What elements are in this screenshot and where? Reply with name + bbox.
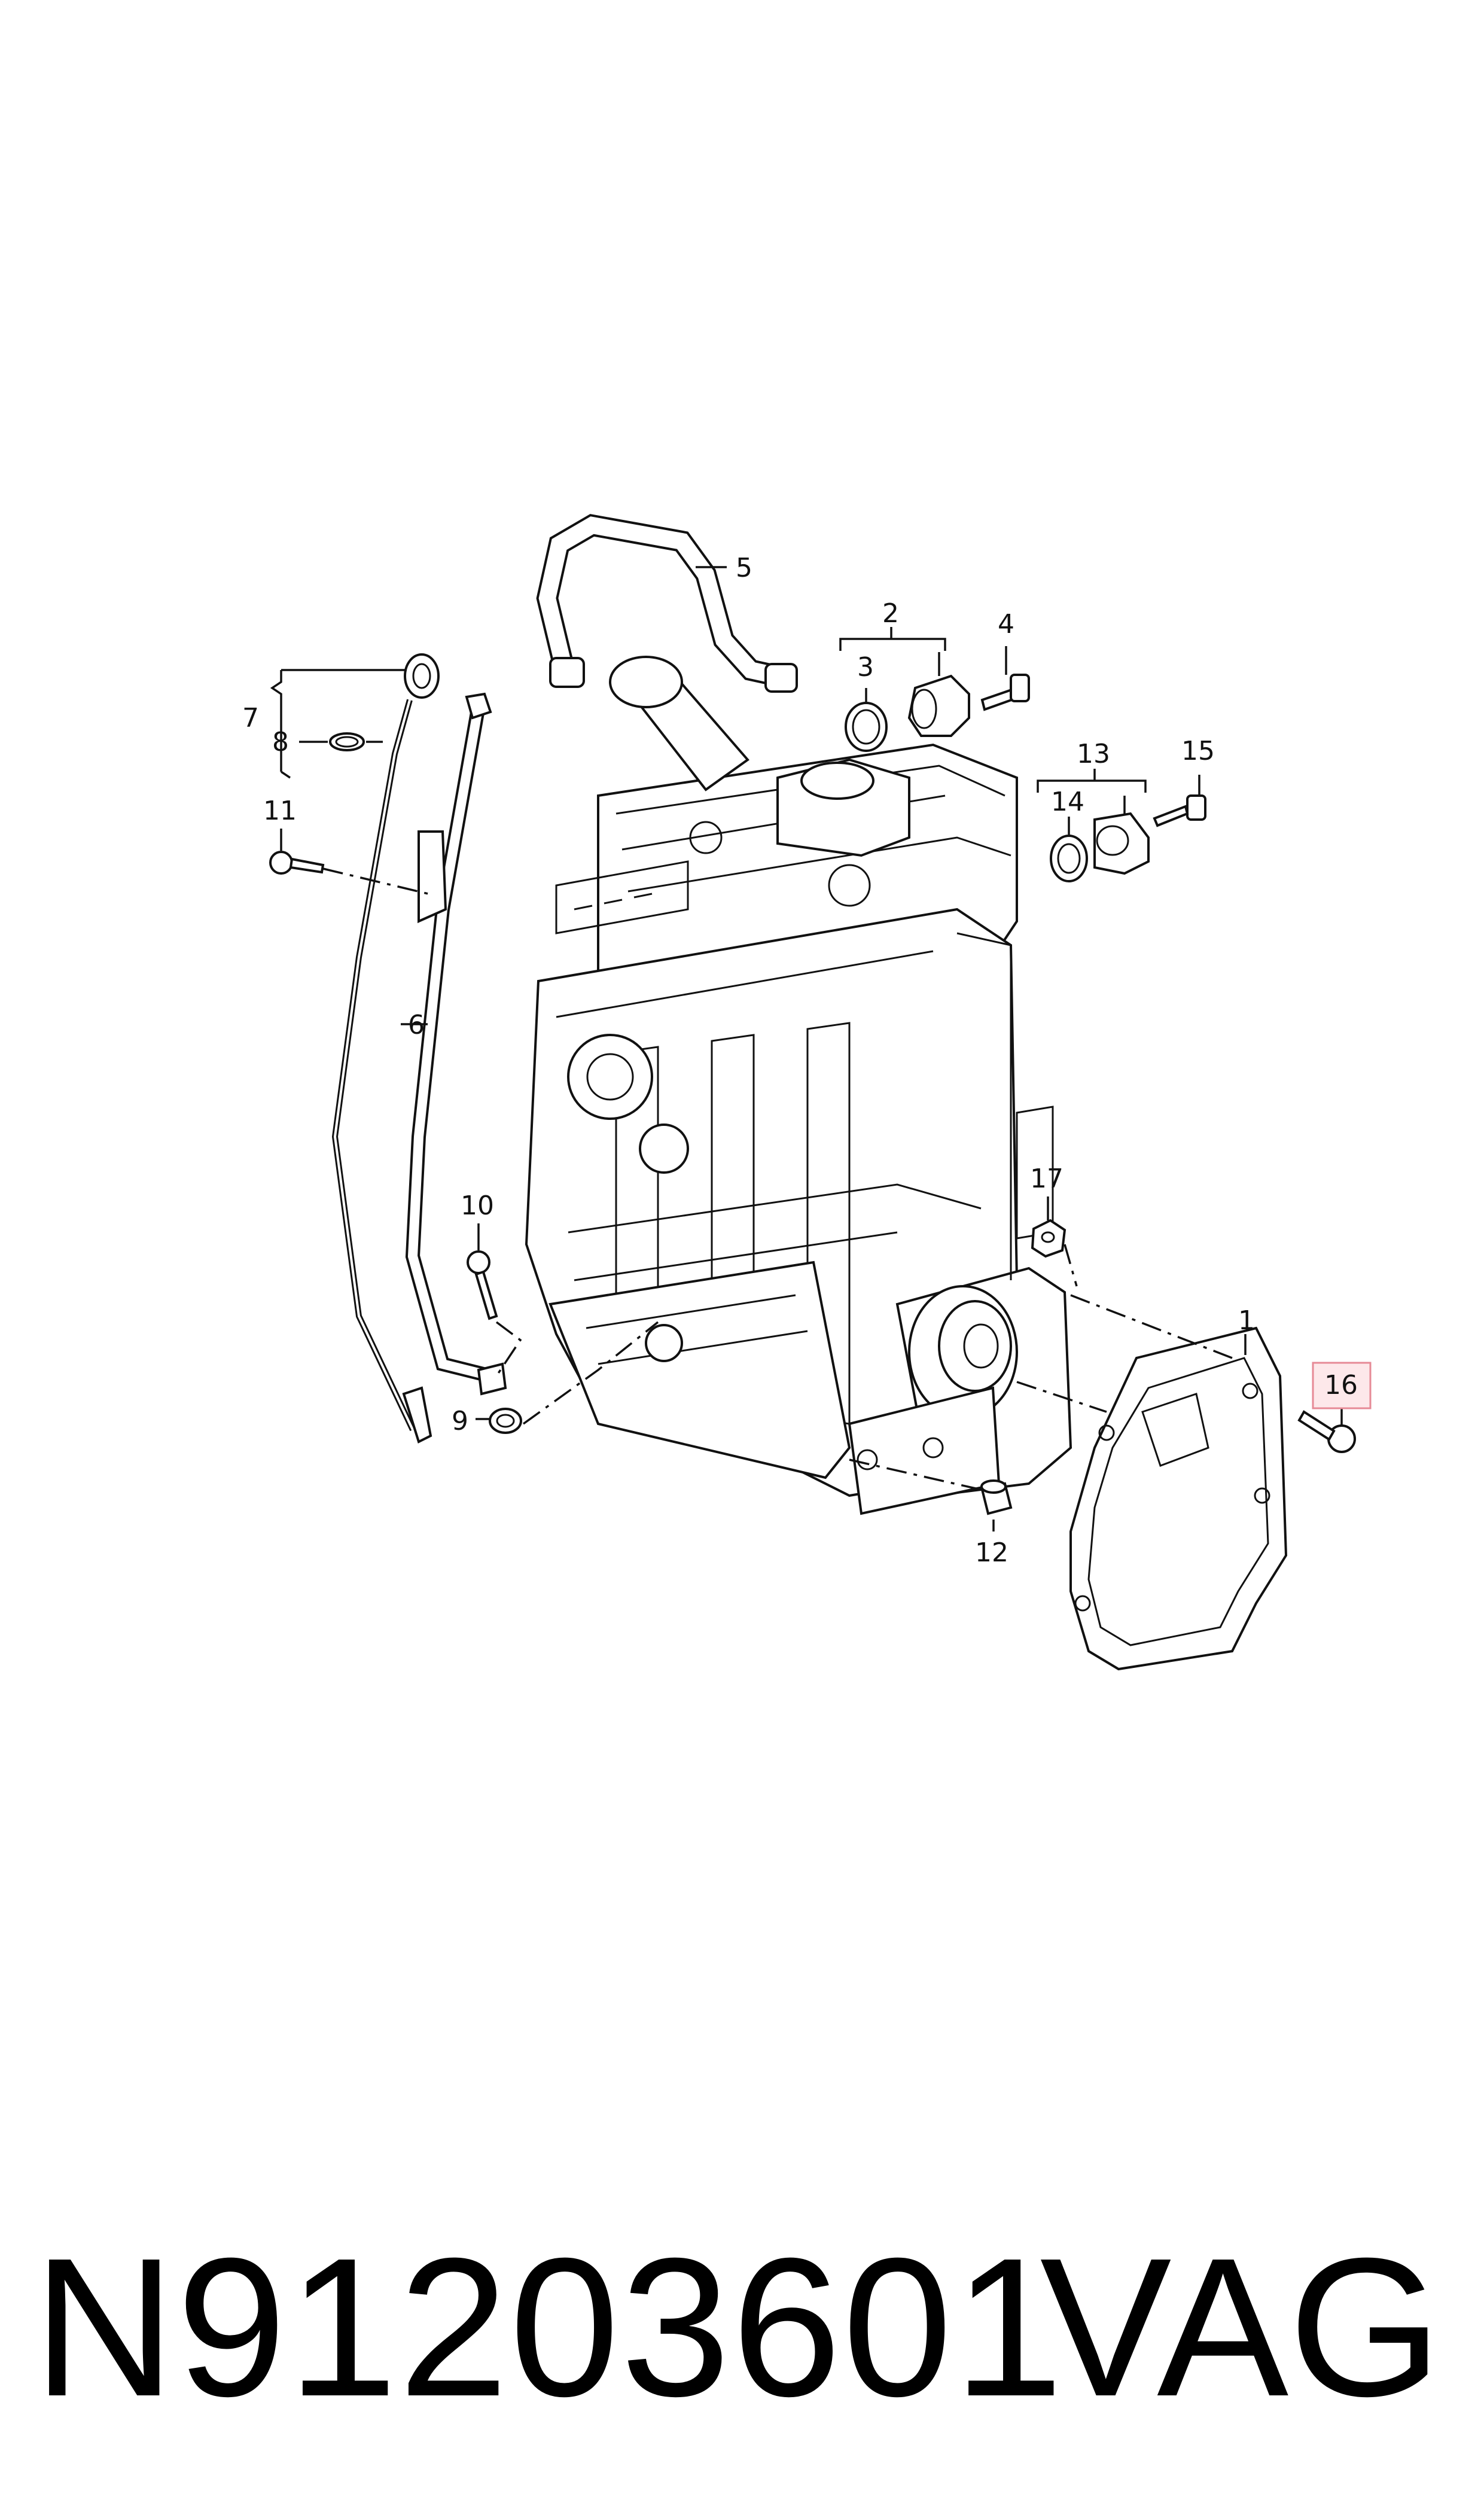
callout-1: 1 [1238, 1305, 1255, 1336]
callout-3: 3 [857, 652, 874, 683]
part-14-o-ring [1050, 835, 1088, 882]
part-3-o-ring [845, 702, 888, 752]
engine-block [525, 656, 1072, 1515]
callout-8: 8 [272, 727, 289, 757]
part-16-bolt [1297, 1410, 1356, 1453]
part-8-o-ring [329, 732, 365, 751]
callout-15: 15 [1181, 736, 1215, 766]
brand-name: VAG [1040, 2216, 1442, 2437]
callout-7: 7 [242, 703, 259, 733]
part-1-cover-plate [1069, 1326, 1288, 1671]
part-4-bolt [980, 674, 1030, 711]
callout-9: 9 [452, 1406, 468, 1436]
callout-16: 16 [1324, 1370, 1358, 1400]
callout-6: 6 [408, 1010, 425, 1040]
part-10-bolt [467, 1250, 498, 1320]
part-2-fitting [907, 674, 970, 737]
callout-17: 17 [1030, 1164, 1064, 1194]
part-9-o-ring [489, 1408, 522, 1434]
part-6-guide-tube [405, 692, 507, 1396]
callout-labels: 1 2 3 4 5 6 7 8 9 10 11 12 13 14 15 16 1… [242, 553, 1358, 1568]
callout-4: 4 [998, 609, 1014, 640]
part-7-dipstick [331, 653, 440, 1444]
part-12-dowel [980, 1479, 1013, 1515]
callout-10: 10 [461, 1191, 494, 1221]
part-11-bolt [269, 851, 325, 875]
part-13-fitting [1093, 812, 1150, 875]
callout-11: 11 [263, 796, 297, 826]
part-5-breather-hose [536, 514, 798, 693]
callout-2: 2 [882, 598, 899, 629]
callout-14: 14 [1051, 787, 1084, 817]
callout-13: 13 [1077, 739, 1110, 769]
part-15-bolt [1153, 794, 1206, 827]
callout-5: 5 [736, 553, 752, 583]
callout-12: 12 [975, 1537, 1008, 1568]
part-17-nut [1031, 1219, 1066, 1258]
callout-16-highlight [1312, 1362, 1372, 1409]
part-number: N91203601 [33, 2216, 1065, 2437]
footer-caption: N91203601 VAG [0, 2213, 1484, 2441]
leader-lines [270, 566, 1343, 1531]
